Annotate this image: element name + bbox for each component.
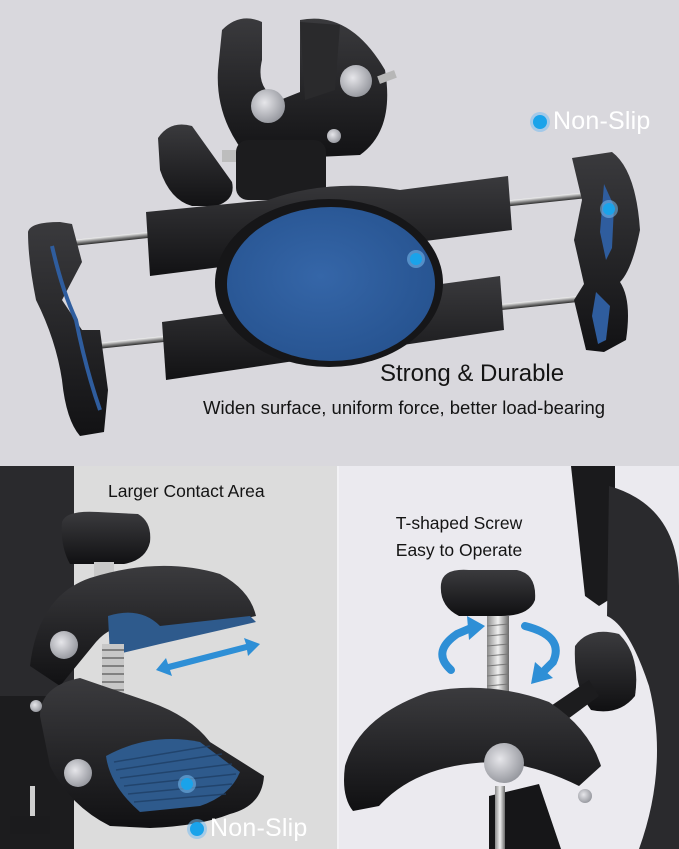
t-screw-caption: T-shaped Screw Easy to Operate (384, 510, 534, 564)
t-screw-illustration (344, 466, 679, 849)
double-arrow-icon (156, 638, 260, 676)
panel-divider (337, 466, 339, 849)
non-slip-badge-bottom: Non-Slip (190, 814, 307, 843)
feature-subtitle: Widen surface, uniform force, better loa… (203, 397, 606, 418)
t-screw-caption-line2: Easy to Operate (395, 540, 523, 560)
t-screw-caption-line1: T-shaped Screw (395, 513, 523, 533)
non-slip-label: Non-Slip (210, 814, 308, 842)
feature-title: Strong & Durable (380, 360, 565, 387)
blue-dot-icon (533, 114, 547, 129)
non-slip-badge-top: Non-Slip (533, 107, 650, 136)
arm-highlight-dot-icon (603, 203, 615, 215)
top-panel-strong-durable: Non-Slip Strong & Durable Widen surface,… (28, 18, 651, 436)
pad-highlight-dot-icon (410, 253, 422, 265)
pad-highlight-dot-icon (181, 778, 193, 790)
rotate-arrows-icon (438, 622, 560, 674)
non-slip-label: Non-Slip (553, 107, 651, 135)
blue-dot-icon (190, 821, 204, 836)
clamp-closeup-illustration (0, 466, 264, 849)
phone-holder-illustration (28, 18, 640, 436)
bottom-right-panel-t-screw: T-shaped Screw Easy to Operate (339, 466, 679, 849)
bottom-left-panel-contact-area: Larger Contact Area Non-Slip (0, 466, 337, 849)
larger-contact-area-caption: Larger Contact Area (108, 481, 265, 501)
